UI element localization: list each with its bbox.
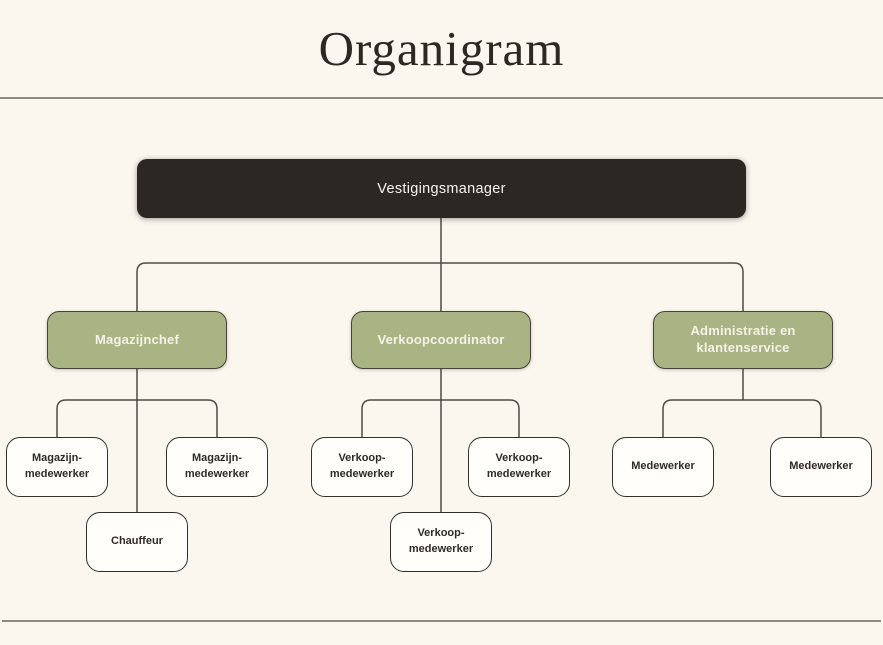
org-node-label: Magazijnchef	[94, 331, 180, 347]
org-node-chauffeur: Chauffeur	[86, 512, 188, 572]
org-node-label: Verkoopcoordinator	[377, 331, 505, 347]
org-node-medewerker-1: Medewerker	[612, 437, 714, 497]
org-node-verkoop-medewerker-3: Verkoop-medewerker	[390, 512, 492, 572]
org-node-medewerker-2: Medewerker	[770, 437, 872, 497]
org-node-label: Verkoop-medewerker	[408, 527, 474, 555]
org-node-magazijnchef: Magazijnchef	[47, 311, 227, 369]
connector-branch1-bar	[56, 399, 218, 437]
top-divider	[0, 97, 883, 99]
org-node-verkoop-medewerker-2: Verkoop-medewerker	[468, 437, 570, 497]
connector-level1-bar	[136, 262, 744, 311]
org-node-vestigingsmanager: Vestigingsmanager	[137, 159, 746, 218]
org-node-verkoop-medewerker-1: Verkoop-medewerker	[311, 437, 413, 497]
org-node-magazijn-medewerker-2: Magazijn-medewerker	[166, 437, 268, 497]
org-node-label: Chauffeur	[111, 535, 163, 548]
connector-branch3-bar	[662, 399, 822, 437]
org-node-magazijn-medewerker-1: Magazijn-medewerker	[6, 437, 108, 497]
org-node-label: Magazijn-medewerker	[24, 452, 90, 480]
org-node-label: Vestigingsmanager	[377, 180, 506, 197]
org-node-label: Medewerker	[789, 460, 853, 473]
org-node-label: Medewerker	[631, 460, 695, 473]
connector-branch2-bar	[361, 399, 520, 437]
org-node-label: Verkoop-medewerker	[329, 452, 395, 480]
org-node-label: Administratie en klantenservice	[690, 323, 796, 355]
org-node-verkoopcoordinator: Verkoopcoordinator	[351, 311, 531, 369]
page-title: Organigram	[318, 21, 565, 76]
bottom-divider	[2, 620, 881, 622]
org-node-administratie-en-klantenservice: Administratie en klantenservice	[653, 311, 833, 369]
org-node-label: Verkoop-medewerker	[486, 452, 552, 480]
org-node-label: Magazijn-medewerker	[184, 452, 250, 480]
